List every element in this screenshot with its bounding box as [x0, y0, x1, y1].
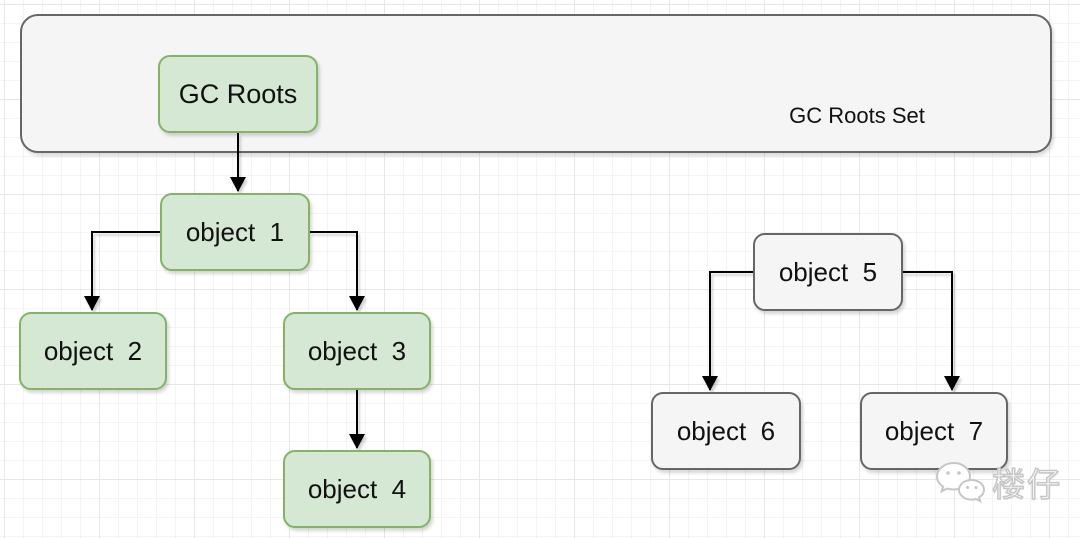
node-object-1: object 1	[160, 193, 310, 271]
node-object-5: object 5	[753, 233, 903, 311]
node-object-7-label: object 7	[884, 415, 984, 446]
node-object-4: object 4	[283, 450, 431, 528]
node-object-7: object 7	[860, 392, 1008, 470]
node-object-1-label: object 1	[185, 216, 285, 247]
node-gc-roots-label: GC Roots	[178, 78, 298, 109]
edge-object1-object2	[84, 231, 160, 311]
node-object-6-label: object 6	[676, 415, 776, 446]
node-object-6: object 6	[651, 392, 801, 470]
node-object-2-label: object 2	[43, 335, 143, 366]
edge-object5-object6	[702, 271, 753, 391]
watermark: 楼仔	[934, 458, 1062, 506]
node-object-2: object 2	[19, 312, 167, 390]
node-object-3-label: object 3	[307, 335, 407, 366]
watermark-text: 楼仔	[991, 465, 1062, 504]
gc-roots-set-label: GC Roots Set	[789, 103, 925, 128]
node-object-3: object 3	[283, 312, 431, 390]
node-object-4-label: object 4	[307, 473, 407, 504]
node-gc-roots: GC Roots	[158, 55, 318, 133]
wechat-icon	[935, 461, 986, 504]
node-object-5-label: object 5	[778, 256, 878, 287]
edge-object5-object7	[903, 271, 960, 391]
edge-object1-object3	[310, 231, 365, 311]
